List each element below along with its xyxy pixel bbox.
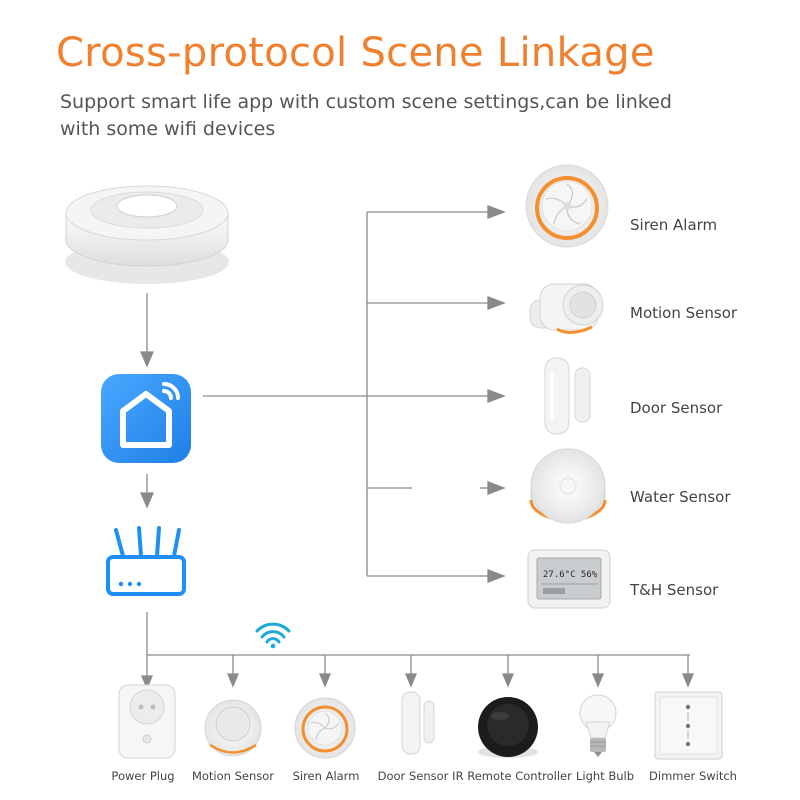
ir-remote-icon — [478, 697, 538, 758]
wifi-device-label-power-plug: Power Plug — [111, 769, 175, 783]
wifi-device-label-siren: Siren Alarm — [292, 769, 360, 783]
arrow-water — [487, 481, 506, 495]
door-sensor-icon — [544, 357, 591, 435]
siren-alarm-icon — [525, 164, 609, 248]
water-sensor-icon — [529, 448, 607, 524]
zigbee-device-label-motion: Motion Sensor — [630, 304, 738, 322]
drop-arrow-2 — [227, 673, 239, 688]
power-plug-icon — [118, 684, 176, 759]
arrow-siren — [487, 205, 506, 219]
arrow-motion — [487, 296, 506, 310]
zigbee-device-label-th: T&H Sensor — [630, 581, 719, 599]
connector-lines — [140, 205, 694, 690]
siren-alarm-icon — [294, 697, 356, 759]
th-display-readout: 27.6°C 56% — [543, 570, 598, 580]
arrow-th — [487, 569, 506, 583]
drop-arrow-3 — [319, 673, 331, 688]
light-bulb-icon — [579, 694, 617, 757]
drop-arrow-5 — [502, 673, 514, 688]
wifi-device-label-door: Door Sensor — [377, 769, 449, 783]
hub-to-app-arrow — [140, 351, 154, 368]
smart-life-app-icon[interactable] — [101, 374, 191, 463]
drop-arrow-1 — [141, 675, 153, 690]
zigbee-device-label-water: Water Sensor — [630, 488, 731, 506]
zigbee-device-label-door: Door Sensor — [630, 399, 723, 417]
wifi-device-label-light-bulb: Light Bulb — [575, 769, 635, 783]
page-title: Cross-protocol Scene Linkage — [56, 30, 655, 76]
zigbee-device-label-siren: Siren Alarm — [630, 216, 718, 234]
wifi-router-icon — [106, 526, 186, 596]
door-sensor-icon — [401, 691, 435, 755]
motion-sensor-icon — [529, 283, 604, 334]
wifi-device-label-ir-remote: IR Remote Controller — [452, 769, 572, 783]
app-to-router-arrow — [140, 492, 154, 509]
drop-arrow-7 — [682, 673, 694, 688]
dimmer-switch-icon — [654, 691, 723, 760]
drop-arrow-4 — [405, 673, 417, 688]
th-sensor-icon: 27.6°C 56% — [527, 549, 611, 609]
page-subtitle: Support smart life app with custom scene… — [60, 91, 672, 141]
motion-sensor-icon — [204, 699, 262, 757]
wifi-device-label-motion: Motion Sensor — [191, 769, 275, 783]
arrow-door — [487, 389, 506, 403]
zigbee-gateway-icon — [65, 185, 229, 284]
wifi-signal-icon — [255, 622, 291, 649]
drop-arrow-6 — [592, 673, 604, 688]
wifi-device-label-dimmer: Dimmer Switch — [649, 769, 737, 783]
